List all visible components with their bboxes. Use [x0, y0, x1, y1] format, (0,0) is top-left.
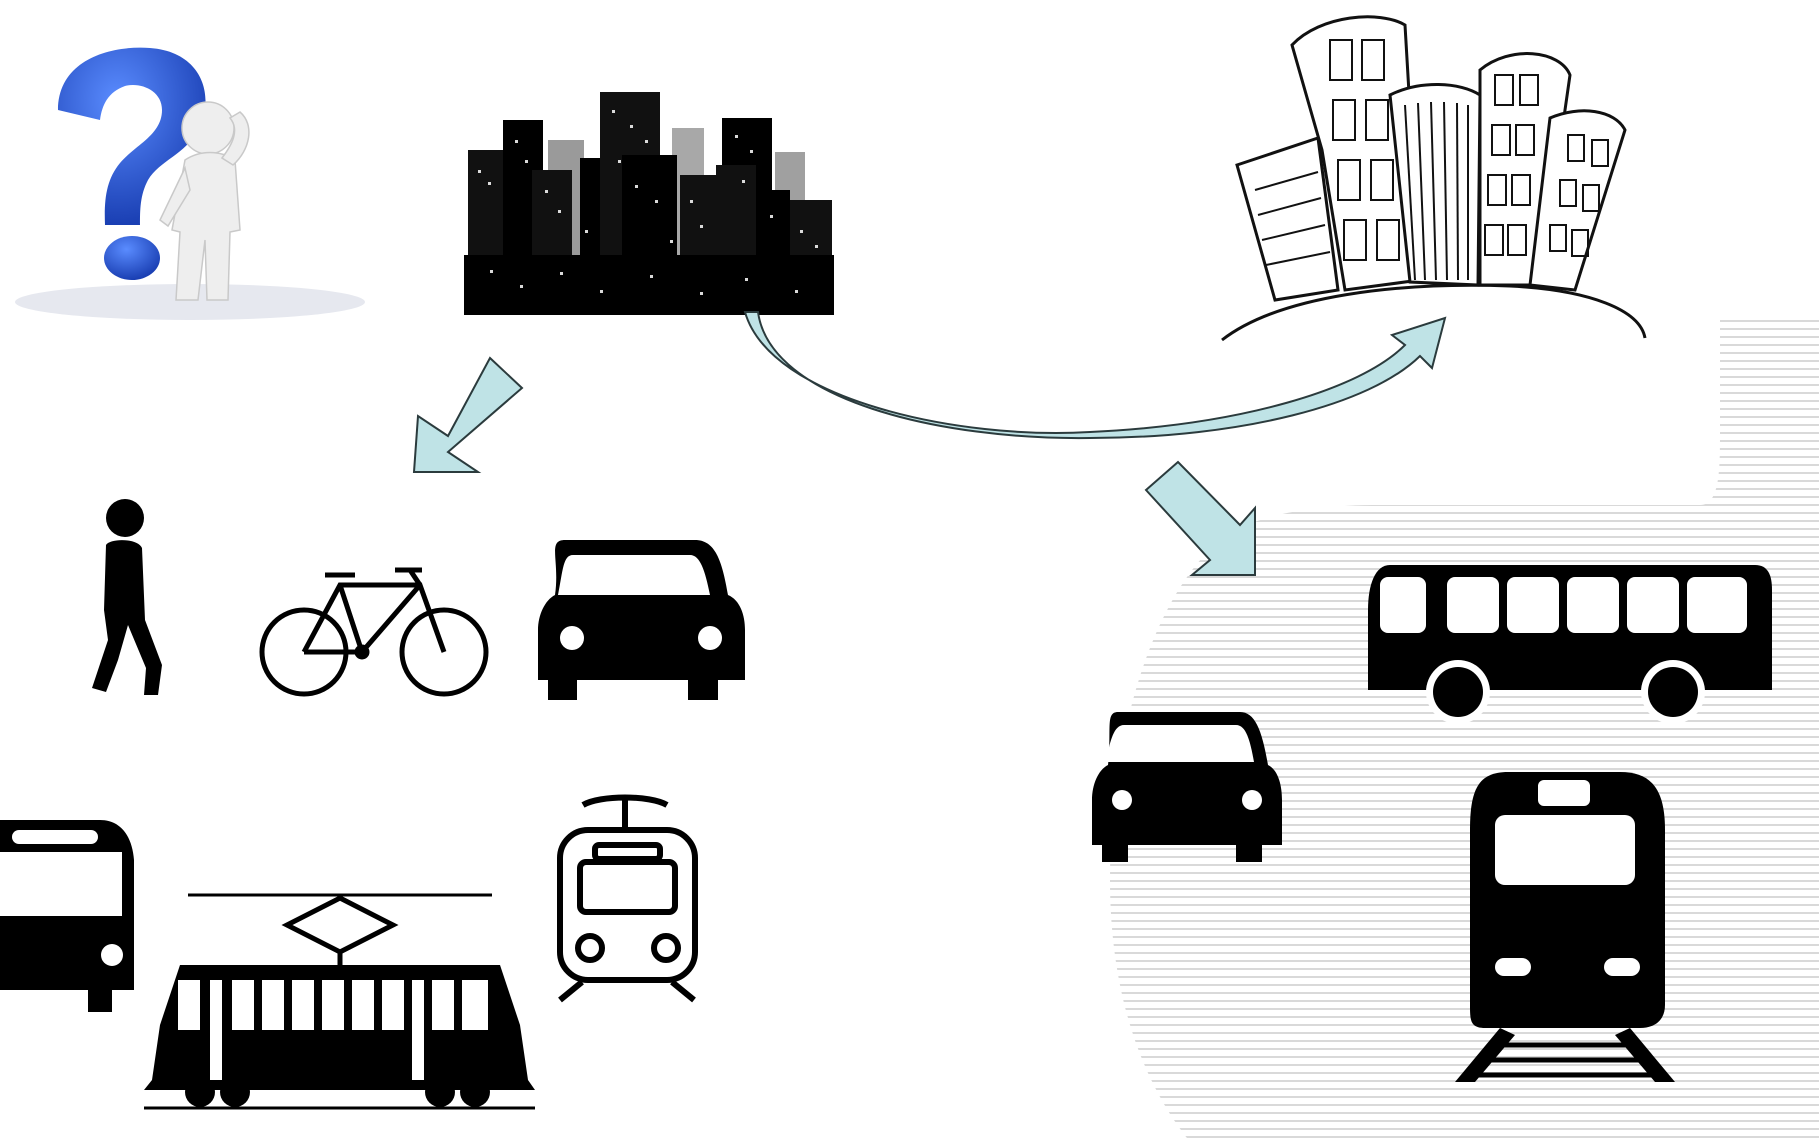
- thinking-person-icon: [159, 101, 250, 301]
- tram-icon: [144, 893, 535, 1110]
- train-icon: [1455, 772, 1675, 1082]
- pedestrian-icon: [92, 499, 162, 695]
- car-icon: [1092, 712, 1282, 862]
- arrow-to-future-city: [743, 311, 1447, 440]
- question-mark-icon: [58, 47, 206, 280]
- sketched-city-icon: [1221, 15, 1647, 342]
- bicycle-icon: [259, 567, 489, 697]
- current-modes: [0, 499, 745, 1110]
- problem-illustration: [15, 47, 365, 320]
- arrow-to-future-modes: [1144, 460, 1256, 576]
- dense-city-skyline-icon: [464, 92, 834, 315]
- bus-icon: [0, 820, 134, 1012]
- arrow-to-current-modes: [412, 356, 524, 473]
- future-modes: [1092, 565, 1772, 1082]
- streetcar-icon: [557, 794, 698, 1003]
- car-icon: [538, 540, 745, 700]
- bus-icon: [1368, 565, 1772, 724]
